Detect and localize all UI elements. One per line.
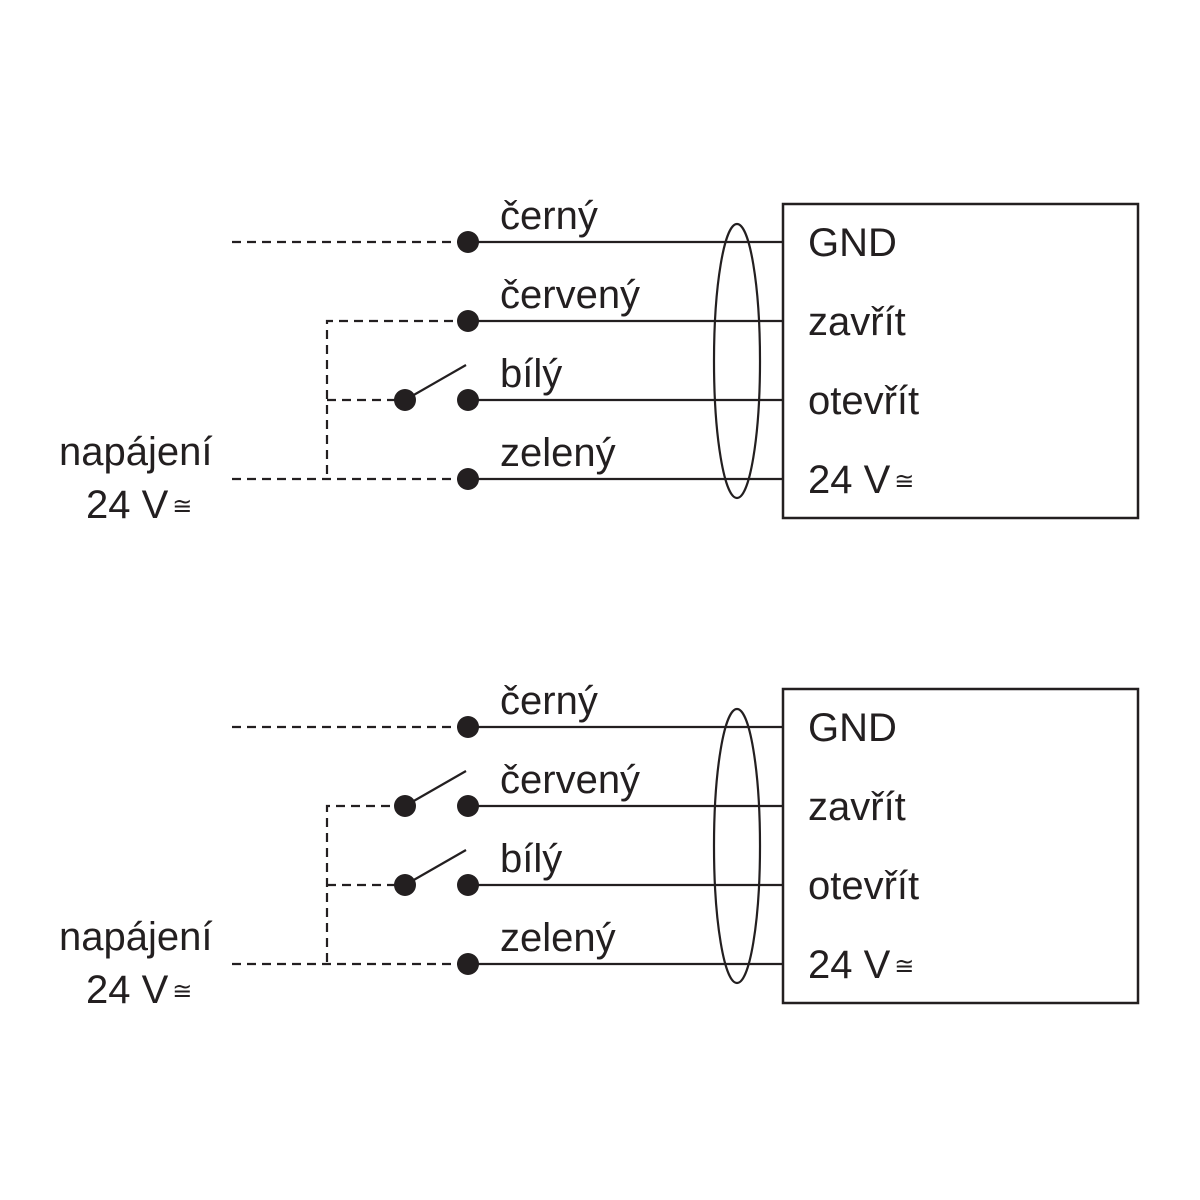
terminal-dot <box>457 310 479 332</box>
terminal-label: 24 V≅ <box>808 458 914 502</box>
terminal-dot <box>457 874 479 896</box>
supply-voltage-label: 24 V≅ <box>86 968 192 1012</box>
device-box <box>781 202 1140 520</box>
terminal-label-text: 24 V <box>808 458 891 502</box>
terminal-dot <box>457 468 479 490</box>
switch-contact <box>394 874 416 896</box>
wire-label: černý <box>500 194 598 238</box>
supply-label: napájení <box>59 430 212 474</box>
ac-dc-symbol: ≅ <box>894 952 914 980</box>
wiring-diagram-2: černý červený bílý zelený GND zavřít ote… <box>59 679 1140 1012</box>
terminal-dot <box>457 953 479 975</box>
wire-label: černý <box>500 679 598 723</box>
terminal-dot <box>457 389 479 411</box>
switch-lever <box>404 849 467 886</box>
terminal-label: 24 V≅ <box>808 943 914 987</box>
wire-label: bílý <box>500 352 562 396</box>
ac-dc-symbol: ≅ <box>172 977 192 1005</box>
terminal-dot <box>457 231 479 253</box>
ac-dc-symbol: ≅ <box>894 467 914 495</box>
wire-label: zelený <box>500 916 616 960</box>
switch-contact <box>394 389 416 411</box>
dashed-line-red-bus <box>325 319 468 479</box>
terminal-label: zavřít <box>808 785 906 829</box>
terminal-dot <box>457 795 479 817</box>
dashed-line-red-bus <box>325 804 405 964</box>
switch-contact <box>394 795 416 817</box>
wire-label: červený <box>500 758 640 802</box>
supply-label: napájení <box>59 915 212 959</box>
cable-bundle-ellipse <box>712 707 762 985</box>
switch-lever <box>404 770 467 807</box>
switch-lever <box>404 364 467 401</box>
terminal-label: zavřít <box>808 300 906 344</box>
wire-label: bílý <box>500 837 562 881</box>
terminal-label: otevřít <box>808 379 919 423</box>
terminal-label: otevřít <box>808 864 919 908</box>
terminal-dot <box>457 716 479 738</box>
terminal-label: GND <box>808 706 897 750</box>
terminal-label: GND <box>808 221 897 265</box>
wiring-diagram-1: černý červený bílý zelený GND zavřít ote… <box>59 194 1140 527</box>
supply-voltage-text: 24 V <box>86 968 169 1012</box>
wire-label: zelený <box>500 431 616 475</box>
supply-voltage-label: 24 V≅ <box>86 483 192 527</box>
supply-voltage-text: 24 V <box>86 483 169 527</box>
ac-dc-symbol: ≅ <box>172 492 192 520</box>
wire-label: červený <box>500 273 640 317</box>
cable-bundle-ellipse <box>712 222 762 500</box>
device-box <box>781 687 1140 1005</box>
terminal-label-text: 24 V <box>808 943 891 987</box>
